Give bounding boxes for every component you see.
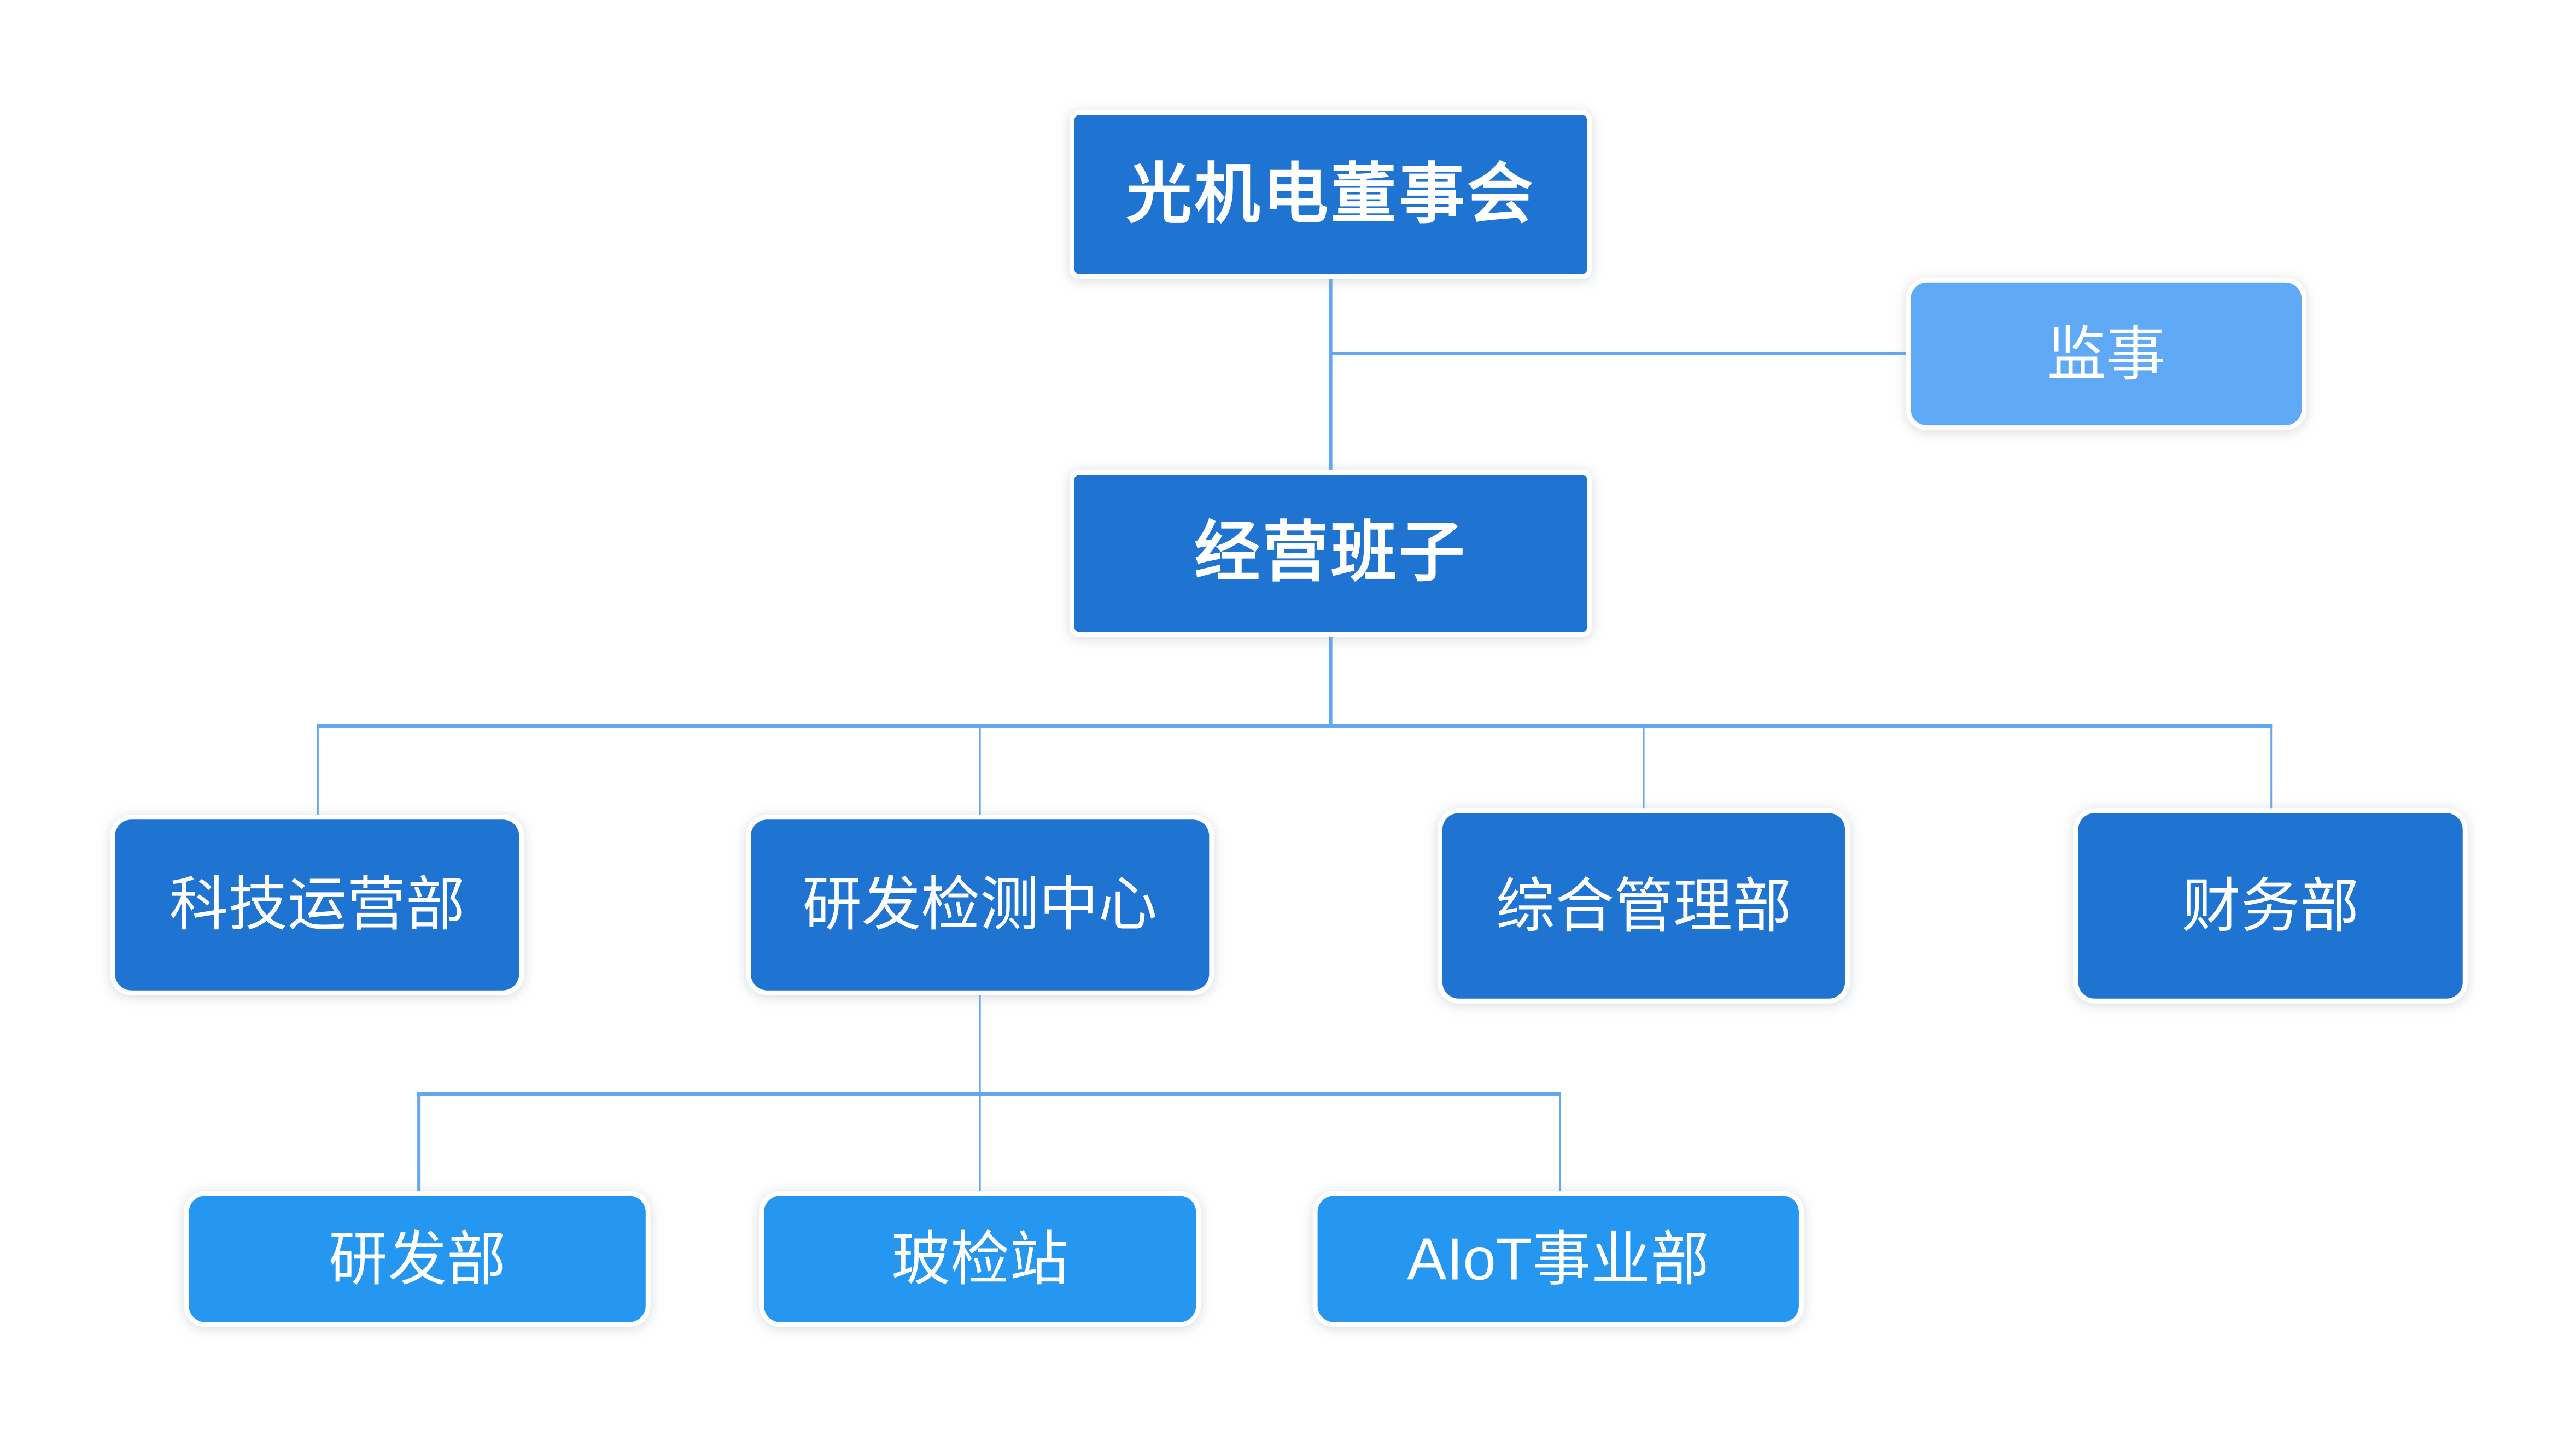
connector-rd-center-to-level4 [978,987,981,1094]
node-management-team[interactable]: 经营班子 [1074,475,1587,632]
node-finance-dept[interactable]: 财务部 [2078,813,2463,999]
node-glass-inspection-station[interactable]: 玻检站 [764,1196,1196,1322]
connector-drop-rd-dept [417,1092,420,1198]
node-general-management-dept[interactable]: 综合管理部 [1442,813,1845,999]
connector-level4-bus [417,1091,1559,1095]
connector-level3-bus [316,723,2271,727]
node-board-of-directors[interactable]: 光机电董事会 [1074,115,1587,274]
node-supervisor[interactable]: 监事 [1911,282,2302,426]
connector-supervisor-branch [1329,350,1918,354]
connector-drop-general-management [1642,724,1645,817]
node-tech-operations-dept[interactable]: 科技运营部 [115,819,519,991]
connector-drop-rd-testing-center [978,724,981,823]
connector-board-to-management [1329,272,1332,480]
node-rd-dept[interactable]: 研发部 [189,1196,646,1322]
node-rd-testing-center[interactable]: 研发检测中心 [751,819,1210,991]
node-aiot-business-unit[interactable]: AIoT事业部 [1317,1196,1799,1322]
connector-management-drop [1329,630,1332,726]
connector-drop-tech-operations [316,724,319,823]
connector-drop-glass-inspection [978,1092,981,1198]
connector-drop-finance [2269,724,2273,817]
connector-drop-aiot [1558,1092,1561,1198]
